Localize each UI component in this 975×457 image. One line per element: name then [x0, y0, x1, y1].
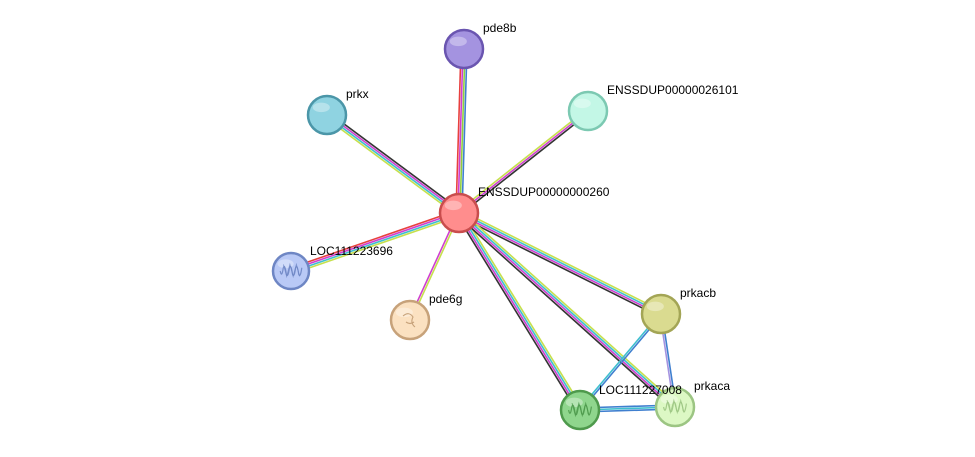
edge-line — [455, 214, 579, 412]
edge-line — [460, 211, 584, 409]
labels-layer: ENSSDUP00000000260 pde8b prkx ENSSDUP000000… — [310, 21, 739, 397]
edge-center-pde8b[interactable] — [455, 48, 468, 214]
edge-line — [580, 314, 663, 412]
node-highlight — [573, 98, 591, 109]
edge-line — [456, 214, 674, 410]
edge-line — [455, 48, 462, 213]
edge-line — [328, 111, 462, 212]
edge-line — [290, 211, 459, 271]
node-prkx[interactable] — [306, 94, 348, 136]
node-ens26101[interactable] — [567, 90, 609, 132]
node-prkaca[interactable] — [654, 386, 696, 428]
protein-structure-icon — [568, 401, 592, 418]
node-circle — [567, 90, 609, 132]
edge-line — [457, 108, 588, 213]
edge-line — [458, 110, 589, 214]
node-loc008[interactable] — [559, 389, 601, 431]
edge-line — [459, 212, 582, 410]
edge-line — [457, 214, 661, 318]
node-prkacb[interactable] — [640, 293, 682, 335]
node-label-pde6g: pde6g — [429, 292, 462, 306]
node-label-prkaca: prkaca — [694, 379, 730, 393]
node-label-loc696: LOC111223696 — [310, 244, 393, 258]
edge-center-prkacb[interactable] — [457, 209, 663, 318]
node-loc696[interactable] — [271, 251, 311, 291]
edge-line — [291, 215, 461, 275]
node-label-center: ENSSDUP00000000260 — [478, 185, 610, 199]
edge-line — [459, 211, 662, 314]
node-highlight — [312, 102, 330, 113]
node-circle — [654, 386, 696, 428]
node-highlight — [444, 200, 462, 211]
edge-line — [457, 48, 464, 213]
node-label-ens26101: ENSSDUP00000026101 — [607, 83, 739, 97]
node-label-loc008: LOC111227008 — [599, 383, 682, 397]
edge-line — [578, 312, 661, 410]
node-circle — [559, 389, 601, 431]
node-circle — [443, 28, 485, 70]
edge-line — [289, 209, 459, 269]
edge-prkacb-loc008[interactable] — [578, 312, 663, 412]
edge-center-prkaca[interactable] — [456, 210, 678, 410]
edge-line — [291, 213, 460, 273]
edge-center-loc696[interactable] — [289, 209, 461, 275]
node-pde6g[interactable] — [389, 299, 431, 341]
node-label-prkacb: prkacb — [680, 286, 716, 300]
edge-center-ens26101[interactable] — [457, 108, 590, 216]
node-circle — [271, 251, 311, 291]
node-center[interactable] — [438, 192, 480, 234]
edge-line — [460, 210, 678, 406]
edge-line — [457, 213, 675, 409]
edge-center-loc008[interactable] — [455, 211, 584, 412]
edge-line — [325, 115, 459, 215]
edge-line — [459, 49, 466, 214]
edges-layer — [289, 48, 678, 413]
edge-center-prkx[interactable] — [324, 111, 462, 217]
edge-line — [459, 209, 663, 313]
squiggle-icon — [402, 313, 416, 328]
protein-structure-icon — [663, 398, 687, 415]
node-circle — [438, 192, 480, 234]
node-circle — [306, 94, 348, 136]
edge-line — [457, 213, 580, 411]
edge-line — [458, 213, 661, 316]
node-highlight — [646, 301, 664, 312]
node-label-prkx: prkx — [346, 87, 369, 101]
protein-structure-icon — [279, 262, 303, 279]
edge-line — [327, 113, 461, 213]
edge-line — [324, 116, 458, 217]
node-highlight — [449, 36, 467, 47]
node-pde8b[interactable] — [443, 28, 485, 70]
edge-line — [459, 111, 590, 216]
node-circle — [640, 293, 682, 335]
edge-line — [459, 211, 677, 407]
edge-line — [461, 49, 468, 214]
node-label-pde8b: pde8b — [483, 21, 517, 35]
nodes-layer — [271, 28, 696, 431]
node-circle — [389, 299, 431, 341]
node-highlight — [395, 307, 413, 318]
